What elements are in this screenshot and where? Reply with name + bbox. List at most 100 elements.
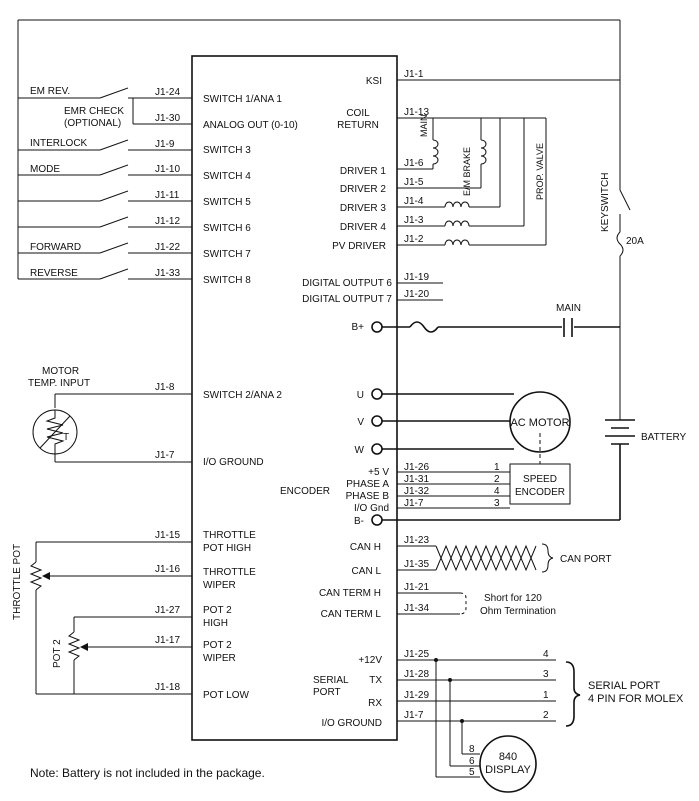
fuse-icon bbox=[409, 321, 439, 333]
label-pot2-2: POT 2 bbox=[203, 640, 232, 651]
label-v: V bbox=[357, 417, 364, 428]
controller-box bbox=[191, 55, 398, 741]
pin-j1-19: J1-19 bbox=[404, 272, 429, 283]
pin-j1-9: J1-9 bbox=[155, 139, 175, 150]
label-motor: MOTOR bbox=[42, 366, 79, 377]
pin-j1-6: J1-6 bbox=[404, 158, 424, 169]
label-20a: 20A bbox=[626, 236, 644, 247]
label-return: RETURN bbox=[337, 120, 379, 131]
pin-j1-31: J1-31 bbox=[404, 474, 429, 485]
serial-num-2: 2 bbox=[543, 710, 549, 721]
label-can-term-l: CAN TERM L bbox=[321, 609, 382, 620]
label-switch2: SWITCH 2/ANA 2 bbox=[203, 390, 282, 401]
label-wiper-2: WIPER bbox=[203, 653, 236, 664]
serial-num-1: 1 bbox=[543, 690, 549, 701]
pin-j1-20: J1-20 bbox=[404, 289, 429, 300]
label-encoder: ENCODER bbox=[280, 486, 330, 497]
enc-num-4: 4 bbox=[494, 486, 500, 497]
label-digital7: DIGITAL OUTPUT 7 bbox=[302, 294, 392, 305]
label-switch5: SWITCH 5 bbox=[203, 197, 251, 208]
pin-j1-8: J1-8 bbox=[155, 382, 175, 393]
pin-j1-17: J1-17 bbox=[155, 635, 180, 646]
battery-icon bbox=[605, 419, 635, 445]
label-5v: +5 V bbox=[368, 467, 389, 478]
label-throttle-pot: THROTTLE POT bbox=[12, 544, 23, 620]
label-em-brake: E/M BRAKE bbox=[462, 147, 472, 196]
label-pot2: POT 2 bbox=[52, 639, 63, 668]
fuse-20a-icon bbox=[616, 231, 624, 257]
throttle-wiper-arrow bbox=[42, 572, 50, 580]
label-port: PORT bbox=[313, 687, 341, 698]
enc-num-3: 3 bbox=[494, 498, 500, 509]
label-12v: +12V bbox=[358, 655, 382, 666]
pin-j1-7-encoder: J1-7 bbox=[404, 498, 424, 509]
label-switch6: SWITCH 6 bbox=[203, 223, 251, 234]
keyswitch-icon bbox=[619, 189, 631, 211]
pin-j1-29: J1-29 bbox=[404, 690, 429, 701]
label-em-rev: EM REV. bbox=[30, 86, 70, 97]
label-b-minus: B- bbox=[354, 516, 364, 527]
serial-num-4: 4 bbox=[543, 649, 549, 660]
label-pot2-1: POT 2 bbox=[203, 605, 232, 616]
label-pot-high: POT HIGH bbox=[203, 543, 251, 554]
pin-j1-15: J1-15 bbox=[155, 530, 180, 541]
label-driver2: DRIVER 2 bbox=[340, 184, 387, 195]
label-battery: BATTERY bbox=[641, 432, 687, 443]
label-display: DISPLAY bbox=[485, 764, 531, 776]
switch-em-rev bbox=[18, 87, 192, 99]
label-phase-a: PHASE A bbox=[346, 479, 389, 490]
label-emr-check: EMR CHECK bbox=[64, 106, 124, 117]
switch-reverse bbox=[18, 268, 192, 280]
label-interlock: INTERLOCK bbox=[30, 138, 88, 149]
label-driver3: DRIVER 3 bbox=[340, 203, 387, 214]
label-can-term-h: CAN TERM H bbox=[319, 588, 381, 599]
label-switch8: SWITCH 8 bbox=[203, 275, 251, 286]
pin-j1-2: J1-2 bbox=[404, 234, 424, 245]
driver4-coil-icon bbox=[444, 220, 470, 227]
serial-bracket bbox=[565, 661, 581, 727]
pin-j1-21: J1-21 bbox=[404, 582, 429, 593]
label-coil: COIL bbox=[346, 108, 370, 119]
pin-j1-12: J1-12 bbox=[155, 216, 180, 227]
label-encoder-box: ENCODER bbox=[515, 487, 565, 498]
label-w: W bbox=[355, 445, 365, 456]
pin-j1-22: J1-22 bbox=[155, 242, 180, 253]
pin-j1-30: J1-30 bbox=[155, 113, 180, 124]
label-io-ground-serial: I/O GROUND bbox=[321, 718, 382, 729]
label-keyswitch: KEYSWITCH bbox=[600, 173, 611, 232]
pin-j1-35: J1-35 bbox=[404, 559, 429, 570]
switch-6 bbox=[18, 216, 192, 228]
pin-j1-25: J1-25 bbox=[404, 649, 429, 660]
label-ksi: KSI bbox=[366, 76, 382, 87]
label-can-h: CAN H bbox=[350, 542, 381, 553]
label-pot-low: POT LOW bbox=[203, 690, 249, 701]
driver3-coil-icon bbox=[444, 201, 470, 208]
display-num-5: 5 bbox=[469, 767, 475, 778]
label-serial-port: SERIAL PORT bbox=[588, 680, 660, 692]
main-coil-icon bbox=[432, 139, 439, 165]
label-switch7: SWITCH 7 bbox=[203, 249, 251, 260]
pin-j1-11: J1-11 bbox=[155, 190, 180, 201]
label-prop-valve: PROP. VALVE bbox=[535, 143, 545, 200]
pin-j1-7-temp: J1-7 bbox=[155, 450, 175, 461]
label-switch4: SWITCH 4 bbox=[203, 171, 251, 182]
label-driver1: DRIVER 1 bbox=[340, 166, 387, 177]
label-u: U bbox=[357, 390, 364, 401]
enc-num-2: 2 bbox=[494, 474, 500, 485]
label-molex: 4 PIN FOR MOLEX bbox=[588, 693, 684, 705]
pv-coil-icon bbox=[444, 239, 470, 246]
pin-j1-16: J1-16 bbox=[155, 564, 180, 575]
label-mode: MODE bbox=[30, 164, 60, 175]
pin-j1-7-serial: J1-7 bbox=[404, 710, 424, 721]
label-can-l: CAN L bbox=[352, 566, 382, 577]
label-ohm-termination: Ohm Termination bbox=[480, 606, 556, 617]
display-840-icon bbox=[479, 735, 537, 793]
label-short-120: Short for 120 bbox=[484, 593, 542, 604]
label-main-contactor: MAIN bbox=[556, 303, 581, 314]
switch-forward bbox=[18, 242, 192, 254]
label-switch1: SWITCH 1/ANA 1 bbox=[203, 94, 282, 105]
label-pv-driver: PV DRIVER bbox=[332, 241, 386, 252]
label-digital6: DIGITAL OUTPUT 6 bbox=[302, 278, 392, 289]
